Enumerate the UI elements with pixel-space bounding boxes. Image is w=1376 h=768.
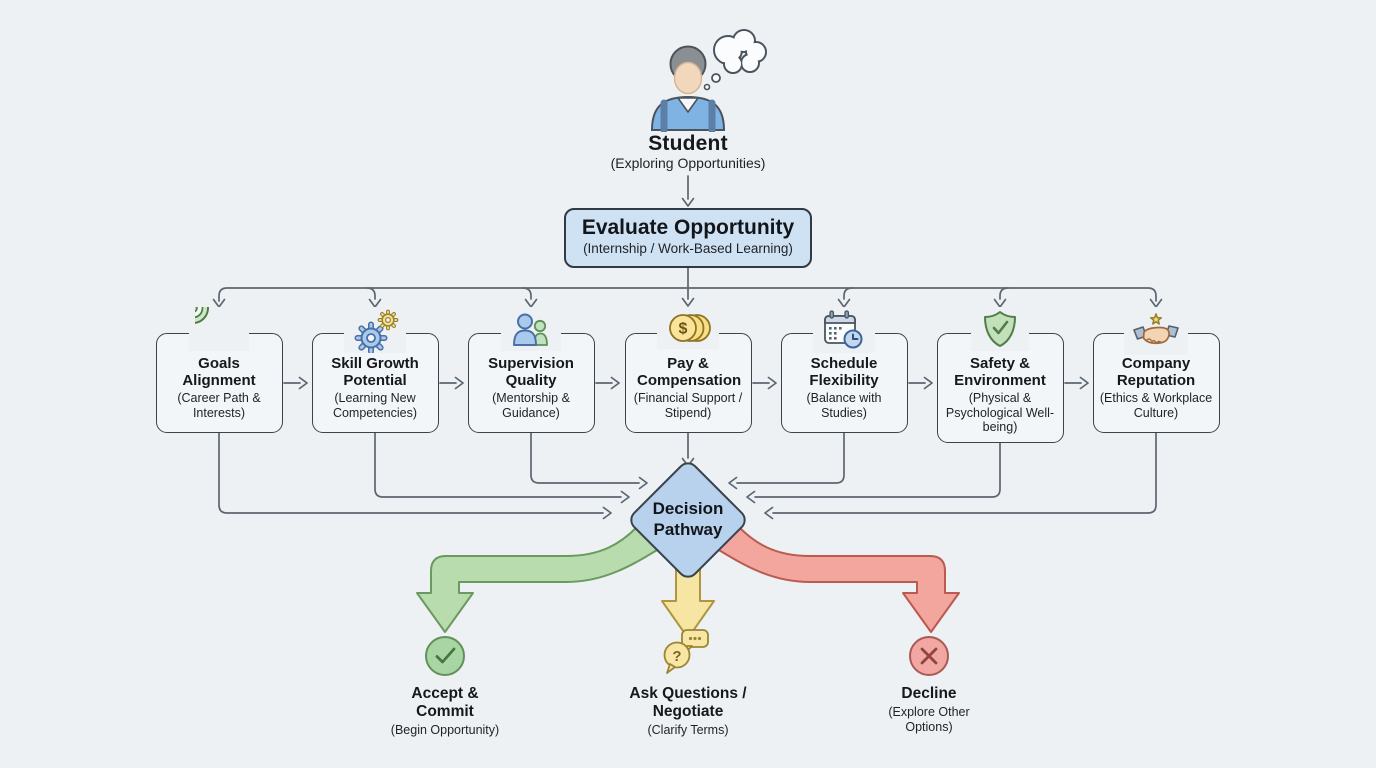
- student-person-icon: [650, 29, 767, 132]
- student-title: Student: [648, 132, 728, 155]
- check-circle-icon: [425, 636, 465, 676]
- criteria-title: Skill Growth Potential: [331, 355, 419, 390]
- criteria-box-safety-environment: Safety & Environment (Physical & Psychol…: [936, 307, 1064, 443]
- decision-diamond: [630, 462, 746, 578]
- person-icon: [650, 45, 726, 132]
- student-subtitle: (Exploring Opportunities): [610, 155, 766, 171]
- target-icon: [177, 287, 249, 351]
- criteria-box-pay-compensation: $ Pay & Compensation (Financial Support …: [624, 307, 752, 433]
- evaluate-title: Evaluate Opportunity: [581, 216, 795, 239]
- outcome-decline: Decline (Explore Other Options): [829, 634, 1029, 734]
- outcome-title: Accept & Commit: [411, 685, 479, 720]
- outcome-ask-questions-negotiate: ? Ask Questions / Negotiate (Clarify Ter…: [588, 626, 788, 737]
- criteria-box-skill-growth: Skill Growth Potential (Learning New Com…: [311, 307, 439, 433]
- criteria-box-goals-alignment: Goals Alignment (Career Path & Interests…: [155, 287, 283, 433]
- evaluate-opportunity-box: Evaluate Opportunity (Internship / Work-…: [564, 208, 812, 268]
- connector-lines: [218, 175, 1157, 514]
- decline-arrow: [703, 517, 960, 633]
- gears-icon: [344, 307, 406, 355]
- criteria-subtitle: (Balance with Studies): [806, 391, 882, 420]
- criteria-title: Schedule Flexibility: [809, 355, 879, 390]
- criteria-box-schedule-flexibility: Schedule Flexibility (Balance with Studi…: [780, 307, 908, 433]
- outcome-accept-commit: Accept & Commit (Begin Opportunity): [345, 634, 545, 737]
- criteria-subtitle: (Learning New Competencies): [332, 391, 418, 420]
- question-bubbles-icon: ?: [663, 629, 709, 674]
- shield-check-icon: [971, 307, 1029, 351]
- handshake-star-icon: [1124, 307, 1188, 355]
- coins-icon: $: [657, 307, 719, 349]
- outcome-subtitle: (Clarify Terms): [647, 722, 729, 737]
- calendar-clock-icon: [813, 307, 875, 353]
- outcome-title: Ask Questions / Negotiate: [629, 685, 747, 720]
- people-icon: [501, 307, 561, 351]
- criteria-title: Pay & Compensation: [637, 355, 742, 390]
- criteria-subtitle: (Ethics & Workplace Culture): [1099, 391, 1213, 420]
- svg-text:$: $: [679, 321, 688, 338]
- svg-text:?: ?: [672, 648, 681, 665]
- criteria-title: Goals Alignment: [182, 355, 256, 390]
- outcome-subtitle: (Begin Opportunity): [390, 722, 500, 737]
- accept-arrow: [416, 517, 673, 633]
- criteria-title: Company Reputation: [1116, 355, 1196, 390]
- thought-bubble-icon: [703, 29, 767, 91]
- outcome-subtitle: (Explore Other Options): [888, 704, 970, 734]
- criteria-box-company-reputation: Company Reputation (Ethics & Workplace C…: [1092, 307, 1220, 433]
- criteria-box-supervision-quality: Supervision Quality (Mentorship & Guidan…: [467, 307, 595, 433]
- criteria-title: Supervision Quality: [488, 355, 574, 390]
- x-circle-icon: [909, 636, 949, 676]
- criteria-subtitle: (Financial Support / Stipend): [633, 391, 743, 420]
- evaluate-subtitle: (Internship / Work-Based Learning): [583, 241, 793, 256]
- criteria-subtitle: (Physical & Psychological Well-being): [945, 391, 1055, 435]
- outcome-title: Decline: [901, 685, 957, 702]
- criteria-title: Safety & Environment: [954, 355, 1046, 390]
- criteria-subtitle: (Career Path & Interests): [177, 391, 261, 420]
- criteria-subtitle: (Mentorship & Guidance): [492, 391, 570, 420]
- decision-pathway-label: Decision Pathway: [652, 499, 724, 540]
